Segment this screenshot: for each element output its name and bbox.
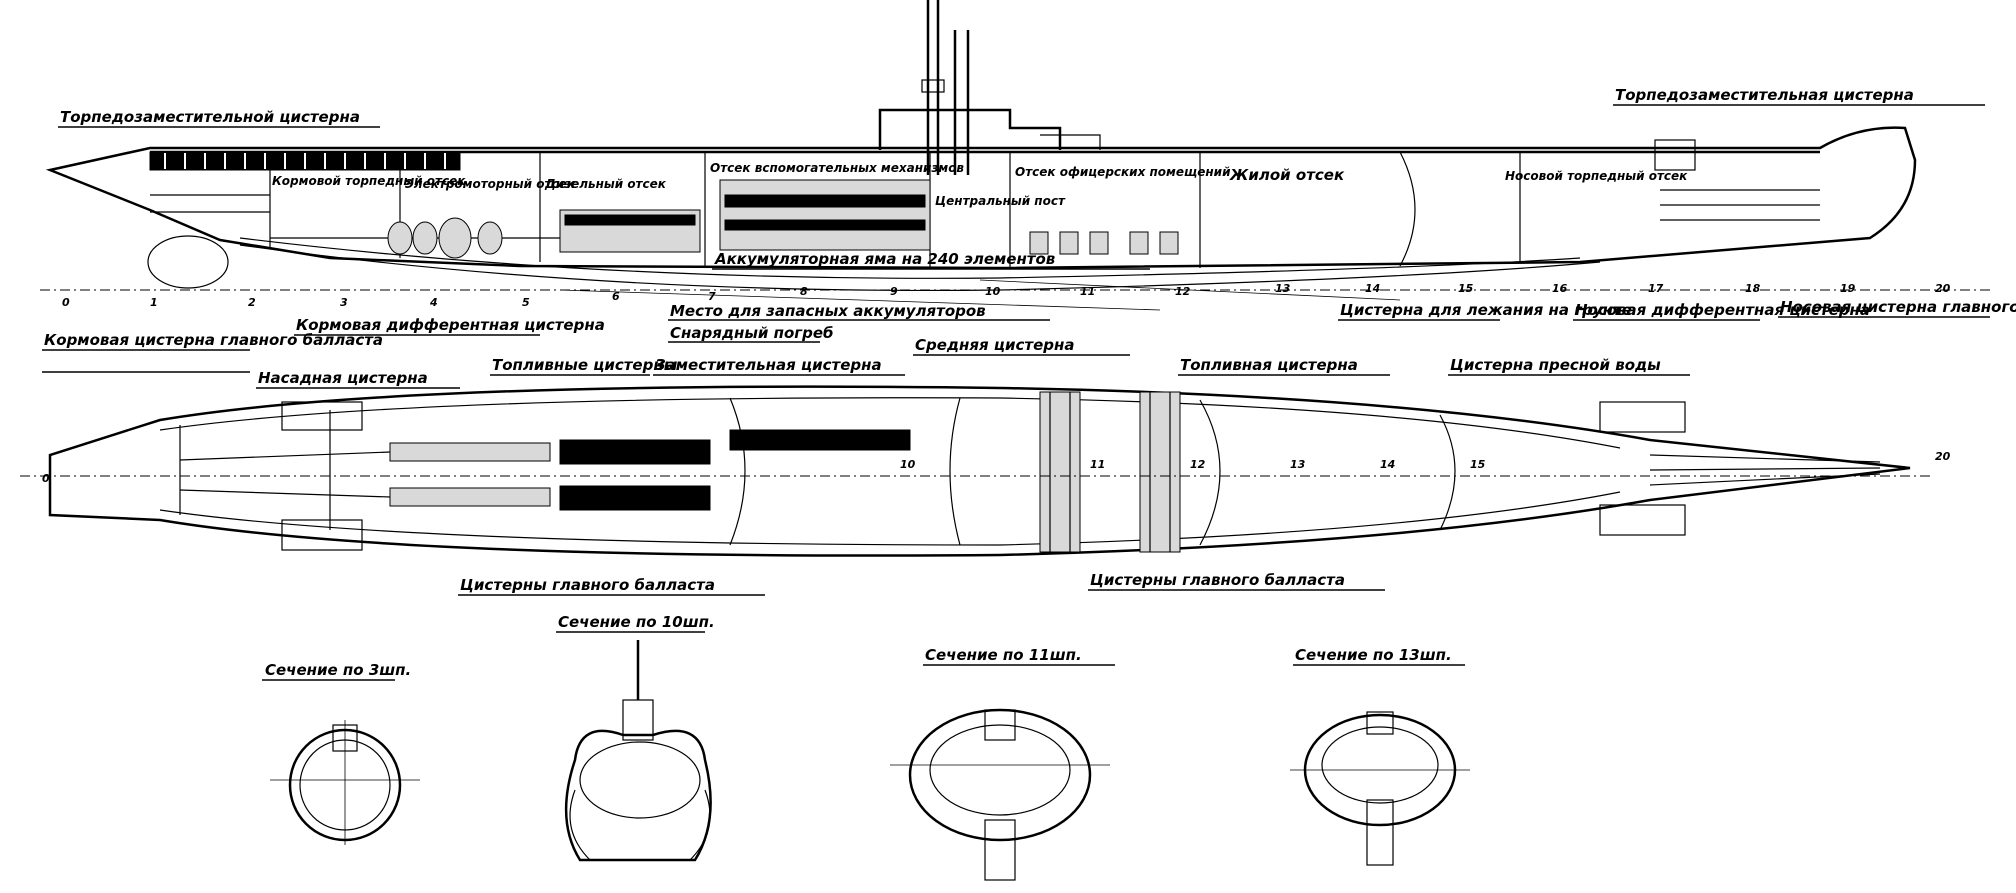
- frame-4: 4: [429, 296, 438, 309]
- frame-3: 3: [340, 296, 348, 309]
- plan-hull-outline: [48, 385, 1911, 557]
- plan-labels: Топливные цистерны Насадная цистерна Зам…: [256, 336, 1690, 596]
- frame-5: 5: [522, 296, 530, 309]
- label-fuel-tank: Топливная цистерна: [1180, 356, 1358, 374]
- conning-tower: [878, 108, 1062, 150]
- plan-frame-20: 20: [1935, 450, 1951, 463]
- label-aft-ballast: Кормовая цистерна главного балласта: [44, 331, 383, 349]
- frame-18: 18: [1745, 282, 1761, 295]
- label-spare-batteries: Место для запасных аккумуляторов: [670, 302, 986, 320]
- frame-0: 0: [62, 296, 70, 309]
- frame-7: 7: [708, 290, 716, 303]
- label-aft-torpedo-comp: Кормовой торпедный отсек: [272, 174, 466, 188]
- frame-15: 15: [1458, 282, 1474, 295]
- label-central-post: Центральный пост: [935, 194, 1066, 208]
- label-living-comp: Жилой отсек: [1229, 166, 1345, 184]
- frame-16: 16: [1552, 282, 1568, 295]
- label-bow-torpedo-tank: Торпедозаместительная цистерна: [1615, 86, 1914, 104]
- label-replacement-tank: Заместительная цистерна: [655, 356, 882, 374]
- frame-8: 8: [800, 285, 808, 298]
- plan-frame-15: 15: [1470, 458, 1486, 471]
- side-elevation: [40, 0, 1990, 311]
- label-fuel-tanks: Топливные цистерны: [492, 356, 678, 374]
- label-main-ballast-side: Цистерны главного балласта: [460, 576, 715, 594]
- frame-9: 9: [890, 285, 898, 298]
- section-frame-11: Сечение по 11шп.: [890, 646, 1115, 881]
- label-battery-pit: Аккумуляторная яма на 240 элементов: [714, 250, 1055, 268]
- label-fresh-water: Цистерна пресной воды: [1450, 356, 1661, 374]
- side-hull-outline: [45, 126, 1917, 270]
- frame-20: 20: [1935, 282, 1951, 295]
- plan-frame-0: 0: [42, 472, 50, 485]
- label-aft-trim-tank: Кормовая дифферентная цистерна: [296, 316, 605, 334]
- frame-numbers-plan: 0 10 11 12 13 14 15 20: [42, 450, 1951, 485]
- label-electro-comp: Электромоторный отсек: [405, 177, 576, 191]
- label-aux-comp: Отсек вспомогательных механизмов: [710, 161, 964, 175]
- side-labels: Торпедозаместительной цистерна Торпедоза…: [42, 86, 2016, 373]
- frame-14: 14: [1365, 282, 1380, 295]
- label-bow-torpedo-comp: Носовой торпедный отсек: [1505, 169, 1688, 183]
- frame-numbers-side: 0 1 2 3 4 5 6 7 8 9 10 11 12 13 14 15 16…: [62, 282, 1951, 309]
- plan-machinery: [179, 429, 911, 511]
- frame-19: 19: [1840, 282, 1856, 295]
- label-section-10: Сечение по 10шп.: [558, 613, 715, 631]
- label-section-11: Сечение по 11шп.: [925, 646, 1082, 664]
- plan-frame-13: 13: [1290, 458, 1306, 471]
- label-main-ballast-bottom: Цистерны главного балласта: [1090, 571, 1345, 589]
- plan-frame-14: 14: [1380, 458, 1395, 471]
- frame-13: 13: [1275, 282, 1291, 295]
- plan-view: [20, 385, 1930, 557]
- label-pump-tank: Насадная цистерна: [258, 369, 428, 387]
- frame-6: 6: [612, 290, 620, 303]
- label-stern-torpedo-tank: Торпедозаместительной цистерна: [60, 108, 360, 126]
- label-officers-comp: Отсек офицерских помещений: [1015, 165, 1231, 179]
- stern-rudder: [147, 235, 229, 289]
- plan-frame-11: 11: [1090, 458, 1105, 471]
- label-bow-trim-tank: Носовая дифферентная цистерна: [1575, 301, 1870, 319]
- label-section-13: Сечение по 13шп.: [1295, 646, 1452, 664]
- frame-12: 12: [1175, 285, 1191, 298]
- frame-1: 1: [150, 296, 158, 309]
- label-diesel-comp: Дизельный отсек: [544, 177, 667, 191]
- propulsion-machinery: [270, 179, 931, 259]
- battery-pit-elements: [1029, 231, 1179, 255]
- label-middle-tank: Средняя цистерна: [915, 336, 1075, 354]
- label-section-3: Сечение по 3шп.: [265, 661, 411, 679]
- section-frame-13: Сечение по 13шп.: [1290, 646, 1470, 866]
- section-frame-10: Сечение по 10шп.: [556, 613, 715, 862]
- plan-frame-10: 10: [900, 458, 916, 471]
- label-bow-ballast: Носовая цистерна главного балласта: [1780, 298, 2016, 316]
- frame-11: 11: [1080, 285, 1095, 298]
- frame-17: 17: [1648, 282, 1664, 295]
- frame-10: 10: [985, 285, 1001, 298]
- section-frame-3: Сечение по 3шп.: [262, 661, 420, 845]
- bow-torpedo-reload: [1654, 139, 1696, 171]
- label-bottom-tank: Цистерна для лежания на грунте: [1340, 301, 1632, 319]
- plan-frame-12: 12: [1190, 458, 1206, 471]
- frame-2: 2: [248, 296, 256, 309]
- label-ammo-store: Снарядный погреб: [670, 324, 834, 342]
